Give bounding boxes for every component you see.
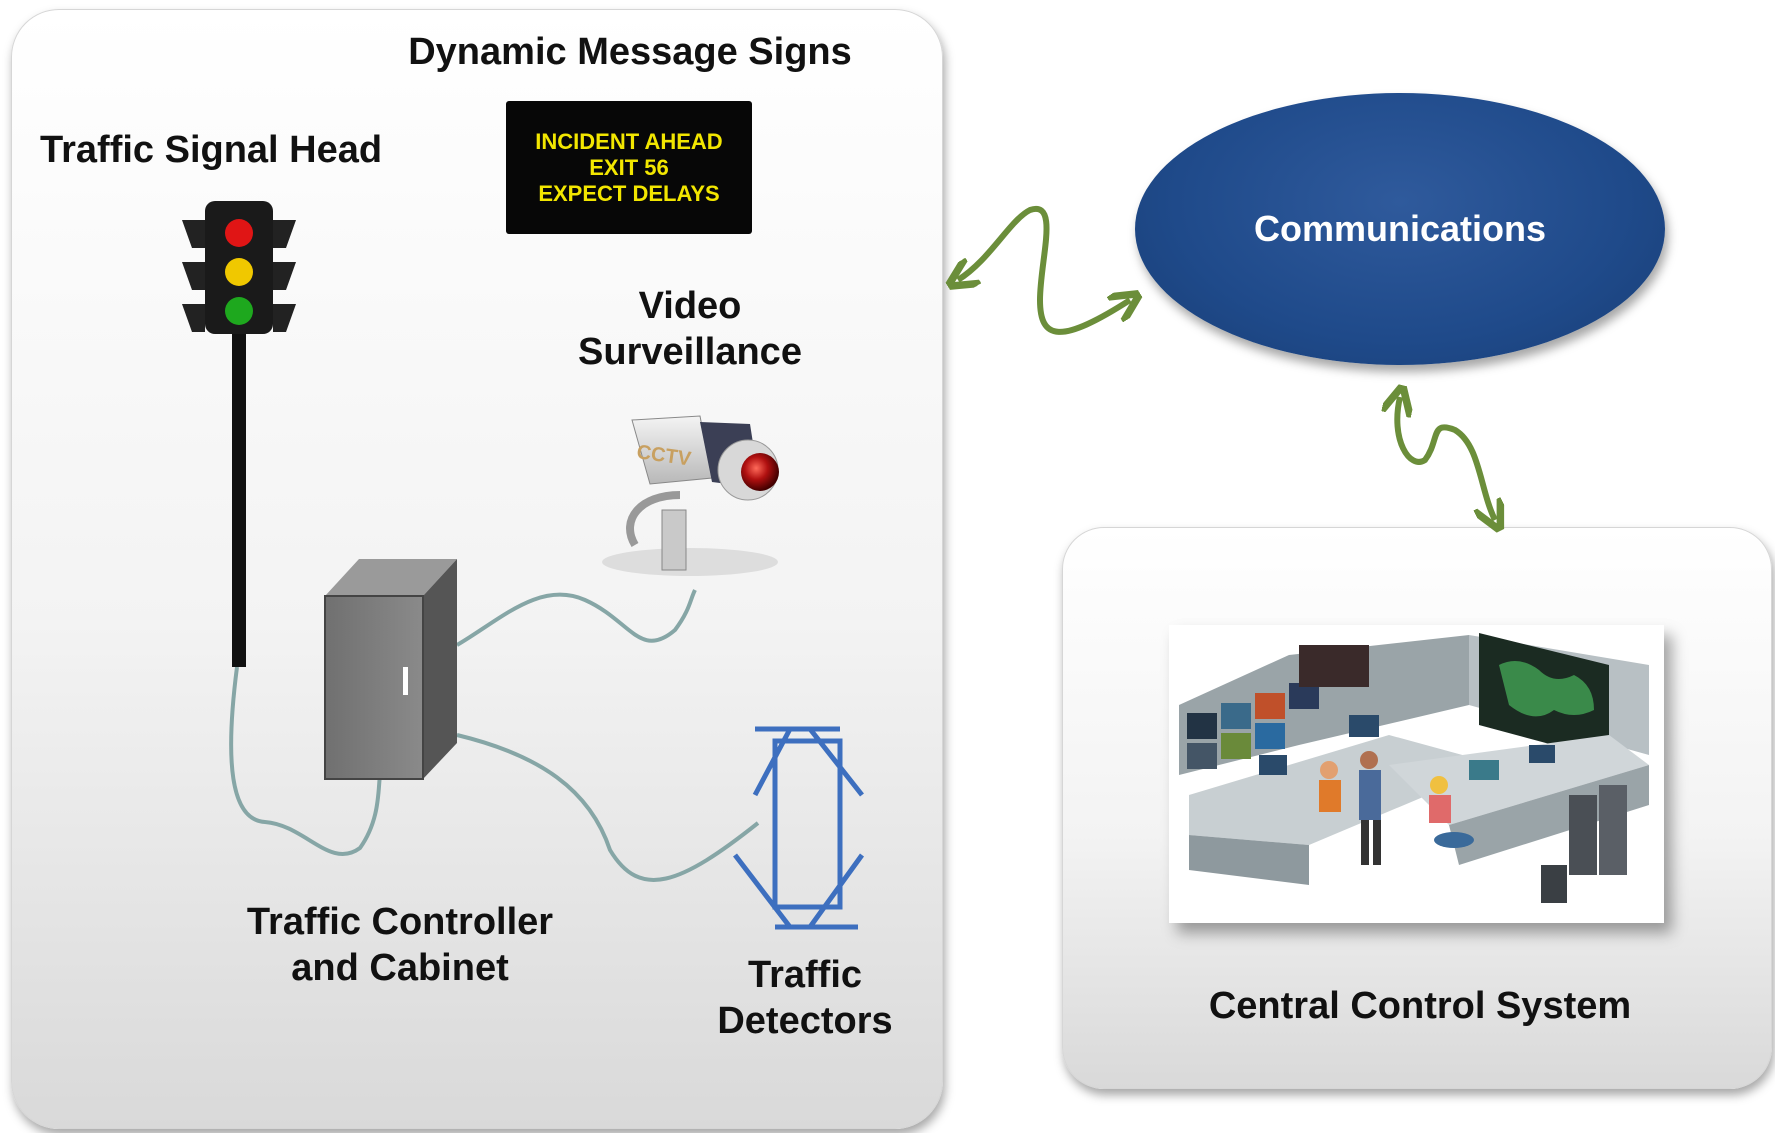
video-label-line2: Surveillance (578, 330, 802, 373)
control-room-svg (1169, 625, 1664, 923)
detector-loop-icon (733, 726, 865, 930)
detectors-label-line2: Detectors (717, 999, 893, 1042)
detectors-label: Traffic Detectors (680, 953, 930, 1044)
controller-label: Traffic Controller and Cabinet (200, 900, 600, 991)
dms-line1: INCIDENT AHEAD (535, 128, 723, 154)
controller-label-line1: Traffic Controller (246, 901, 554, 943)
communications-label: Communications (1253, 208, 1547, 249)
traffic-signal-icon (182, 201, 296, 667)
comm-link-field (958, 205, 1130, 335)
detectors-label-line1: Traffic (747, 954, 863, 996)
operators (1319, 751, 1474, 865)
cctv-camera-icon: CCTV (602, 415, 779, 576)
signal-head-label: Traffic Signal Head (40, 129, 383, 171)
comm-link-central (1397, 397, 1495, 520)
dms-line3: EXPECT DELAYS (538, 180, 720, 206)
video-wall-screens (1187, 645, 1369, 769)
video-label-line1: Video (638, 285, 742, 327)
yellow-light (225, 258, 253, 286)
green-light (225, 297, 253, 325)
field-devices-panel (11, 9, 943, 1129)
video-surveillance-label: Video Surveillance (540, 284, 840, 375)
controller-label-line2: and Cabinet (291, 946, 509, 989)
dms-line2: EXIT 56 (589, 154, 669, 180)
communications-node: Communications (1135, 93, 1665, 365)
cabling (229, 589, 760, 882)
red-light (225, 219, 253, 247)
control-room-illustration (1169, 625, 1664, 923)
cabinet-icon (324, 559, 457, 780)
dms-label: Dynamic Message Signs (408, 31, 852, 73)
dynamic-message-sign: INCIDENT AHEAD EXIT 56 EXPECT DELAYS (506, 101, 752, 234)
server-racks (1541, 785, 1627, 903)
central-control-label: Central Control System (1208, 985, 1632, 1027)
